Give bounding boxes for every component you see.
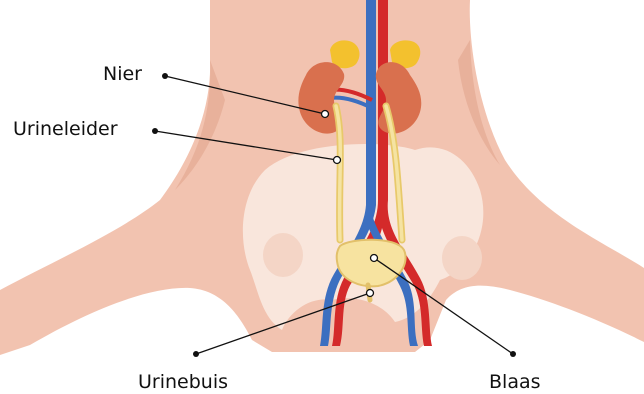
label-blaas: Blaas xyxy=(489,371,541,393)
label-urineleider: Urineleider xyxy=(13,118,118,140)
urinebuis-dot-inner xyxy=(367,290,374,297)
urineleider-dot-inner xyxy=(334,157,341,164)
blaas-dot-outer xyxy=(510,351,516,357)
label-nier: Nier xyxy=(103,63,142,85)
nier-dot-outer xyxy=(162,73,168,79)
nier-dot-inner xyxy=(322,111,329,118)
blaas-dot-inner xyxy=(371,255,378,262)
urineleider-dot-outer xyxy=(152,128,158,134)
label-urinebuis: Urinebuis xyxy=(138,371,228,393)
left-hip-socket xyxy=(263,233,303,277)
right-hip-socket xyxy=(442,236,482,280)
urinebuis-dot-outer xyxy=(193,351,199,357)
